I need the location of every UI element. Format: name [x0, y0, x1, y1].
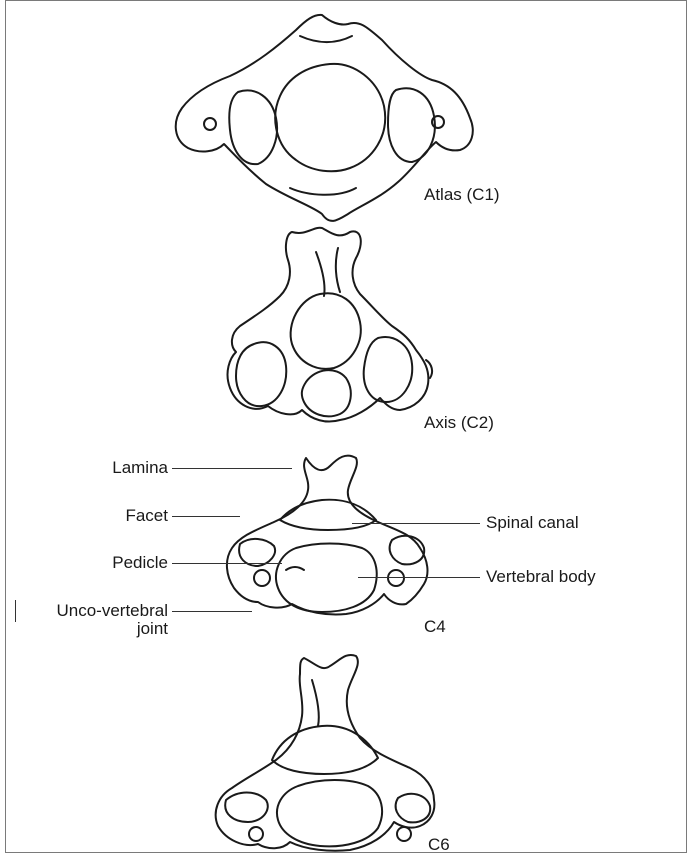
- facet-leader: [172, 516, 240, 517]
- c4-drawing: [227, 456, 428, 615]
- spinal-canal-leader: [352, 523, 480, 524]
- unco-vertebral-label-line1: Unco-vertebral: [12, 602, 168, 619]
- c6-drawing: [216, 655, 435, 851]
- unco-vertebral-label-line2: joint: [12, 620, 168, 637]
- spinal-canal-label: Spinal canal: [486, 514, 579, 531]
- lamina-label: Lamina: [60, 459, 168, 476]
- lamina-leader: [172, 468, 292, 469]
- unco-vertebral-leader: [172, 611, 252, 612]
- atlas-c1-caption: Atlas (C1): [424, 186, 500, 203]
- vertebral-body-label: Vertebral body: [486, 568, 596, 585]
- left-edge-mark: [15, 600, 16, 622]
- pedicle-leader: [172, 563, 282, 564]
- axis-c2-drawing: [228, 228, 433, 422]
- vertebral-body-leader: [358, 577, 480, 578]
- pedicle-label: Pedicle: [60, 554, 168, 571]
- c6-caption: C6: [428, 836, 450, 853]
- c4-caption: C4: [424, 618, 446, 635]
- axis-c2-caption: Axis (C2): [424, 414, 494, 431]
- facet-label: Facet: [60, 507, 168, 524]
